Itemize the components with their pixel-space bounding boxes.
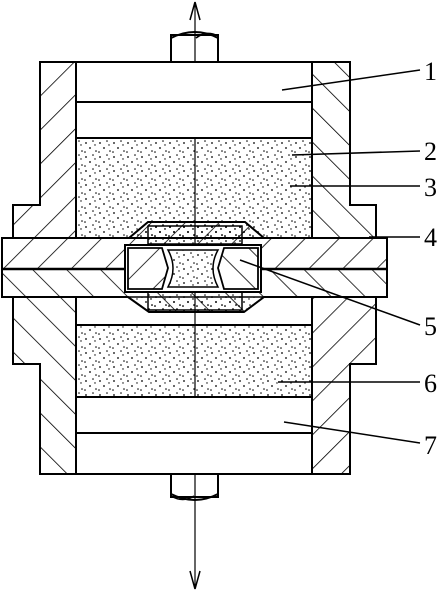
leader-lines: [239, 69, 421, 444]
lower-punch-plate: [75, 396, 313, 434]
label-3: 3: [424, 173, 437, 202]
lower-die-body: [12, 296, 377, 475]
label-7: 7: [424, 431, 437, 460]
upper-punch-plate: [75, 61, 313, 103]
label-2: 2: [424, 137, 437, 166]
lower-powder-fill: [75, 324, 313, 398]
label-1: 1: [424, 57, 437, 86]
central-sample-cell: [124, 225, 262, 311]
lower-spacer: [75, 432, 313, 475]
label-6: 6: [424, 369, 437, 398]
upper-spacer: [75, 101, 313, 139]
label-5: 5: [424, 312, 437, 341]
label-4: 4: [424, 223, 437, 252]
part-labels: 1 2 3 4 5 6 7: [424, 57, 437, 460]
